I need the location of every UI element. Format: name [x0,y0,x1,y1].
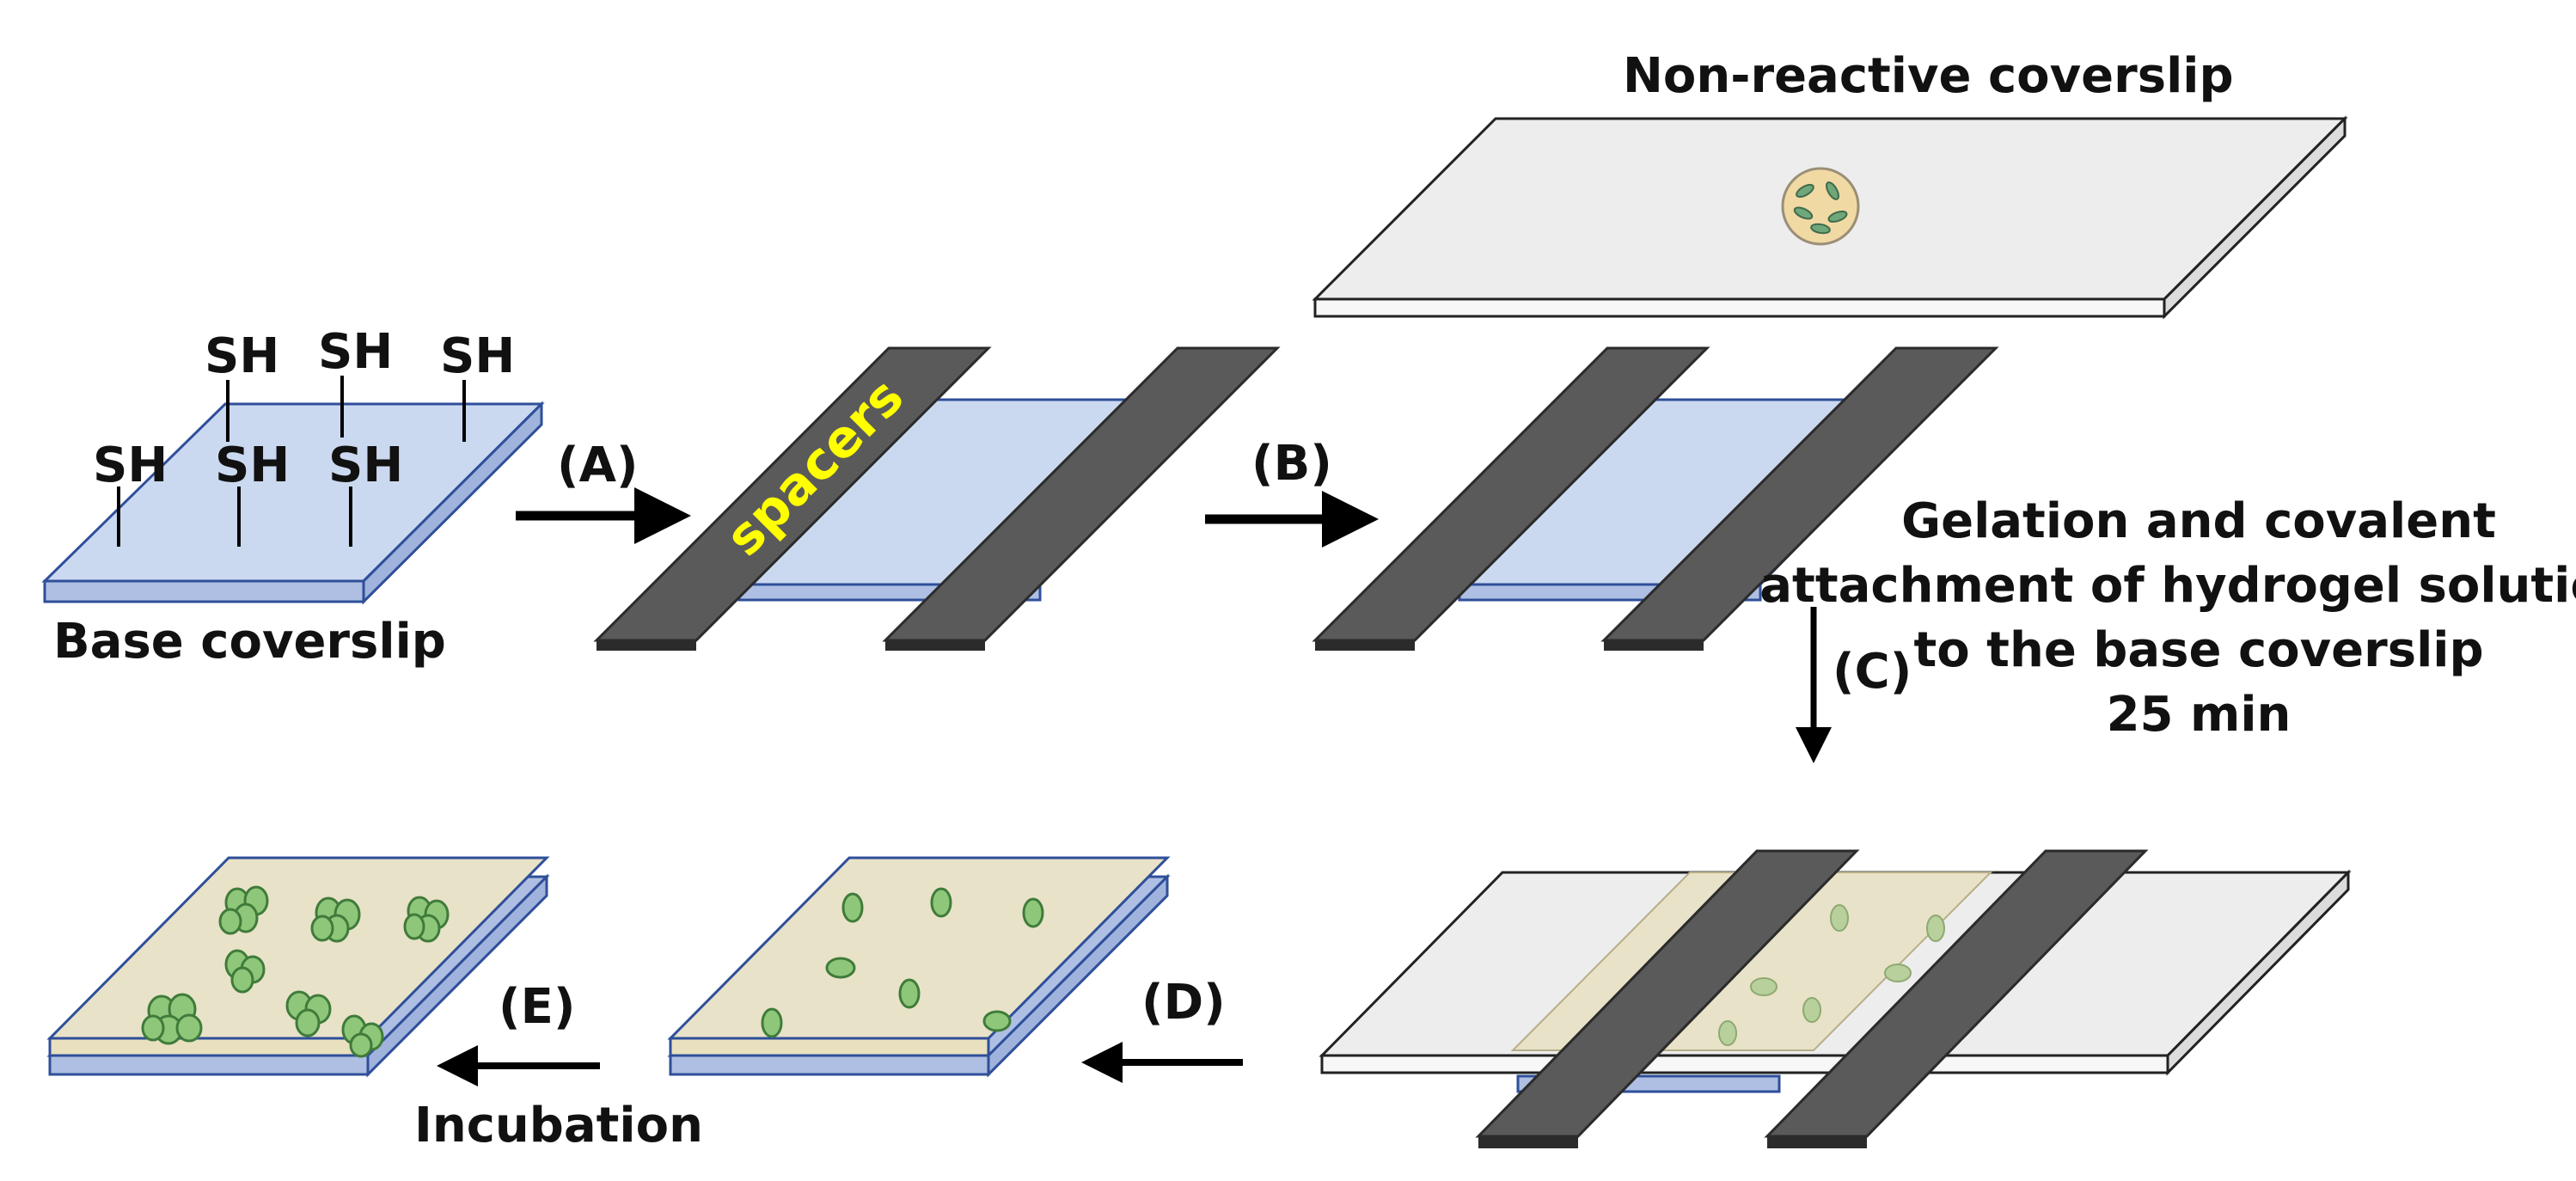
step-d-label: (D) [1141,975,1226,1031]
incubation-label: Incubation [414,1098,703,1153]
thiol-label: SH [215,438,290,493]
gelation-description: Gelation and covalent attachment of hydr… [1759,493,2576,743]
cell-cluster [310,896,361,943]
arrow-e: (E) Incubation [414,979,703,1153]
step-a-label: (A) [557,438,639,493]
thiol-label: SH [93,438,168,493]
thiol-label: SH [205,328,279,384]
thiol-label: SH [328,438,403,493]
arrow-a: (A) [516,438,691,544]
non-reactive-coverslip-label: Non-reactive coverslip [1623,48,2234,104]
hydrogel-with-clusters [46,856,550,1078]
cell-cluster [141,993,203,1045]
hydrogel-droplet [1781,167,1860,246]
cell-cluster [403,896,450,943]
base-coverslip-side [362,401,543,605]
cell-cluster [218,885,269,935]
single-cells [761,887,1044,1038]
coverslip-with-spacers: spacers [593,346,1281,651]
base-coverslip-group: SH SH SH SH SH SH Base coverslip [41,324,545,670]
arrow-d: (D) [1081,975,1243,1083]
cell-cluster [341,1014,384,1058]
base-coverslip-front [43,579,365,603]
thiol-label: SH [440,328,515,384]
arrow-b: (B) [1205,436,1379,548]
sandwich-assembly [1319,849,2352,1148]
assembly-step-3: Non-reactive coverslip [1312,48,2348,651]
gelation-line-1: Gelation and covalent [1901,493,2496,549]
step-b-label: (B) [1251,436,1332,492]
step-e-label: (E) [499,979,575,1035]
thiol-stems [117,376,466,547]
cell-clusters [141,885,450,1058]
gelation-line-4: 25 min [2107,687,2291,743]
arrow-c: (C) [1796,607,1912,763]
encapsulated-cells [1718,904,1945,1046]
thiol-label: SH [318,324,393,380]
cell-cluster [224,949,266,994]
hydrogel-with-cells [667,856,1171,1078]
step-c-label: (C) [1833,644,1912,700]
base-coverslip-label: Base coverslip [53,614,446,670]
cell-cluster [285,990,332,1037]
gelation-line-3: to the base coverslip [1913,622,2483,678]
gelation-line-2: attachment of hydrogel solution [1759,558,2576,614]
